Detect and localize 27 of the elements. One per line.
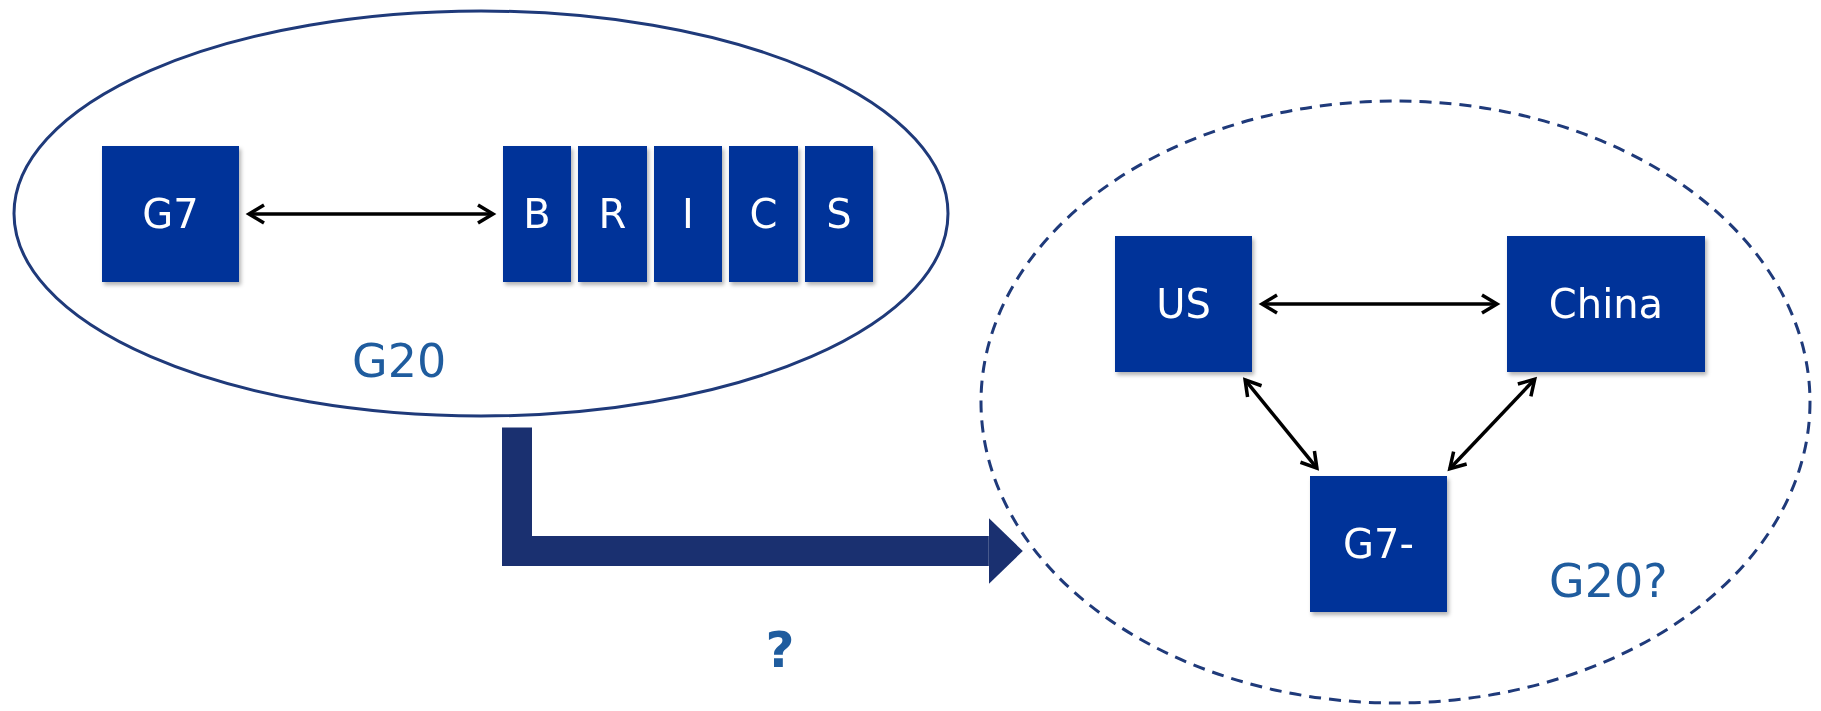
double-arrow (1448, 377, 1537, 471)
double-arrow (1260, 293, 1499, 315)
country-box (1310, 476, 1447, 612)
box-label: B (523, 191, 551, 237)
country-box (1507, 236, 1705, 372)
box-label: C (749, 191, 778, 237)
box-label: G7 (142, 191, 199, 237)
box-label: S (826, 191, 852, 237)
group-ellipse (979, 99, 1812, 705)
country-box (102, 146, 239, 282)
country-box (578, 146, 647, 282)
double-arrow (247, 203, 495, 225)
country-box (805, 146, 873, 282)
group-label: G20? (1549, 554, 1668, 608)
group-label: G20 (352, 334, 447, 388)
country-box (1115, 236, 1252, 372)
country-box (654, 146, 722, 282)
country-box (503, 146, 571, 282)
flow-arrow (502, 427, 1023, 584)
box-label: G7- (1343, 521, 1414, 567)
box-label: R (598, 191, 627, 237)
box-label: I (682, 191, 694, 237)
country-box (729, 146, 798, 282)
box-label: China (1548, 281, 1664, 327)
box-label: US (1156, 281, 1211, 327)
double-arrow (1243, 378, 1319, 470)
group-ellipse (12, 9, 950, 418)
